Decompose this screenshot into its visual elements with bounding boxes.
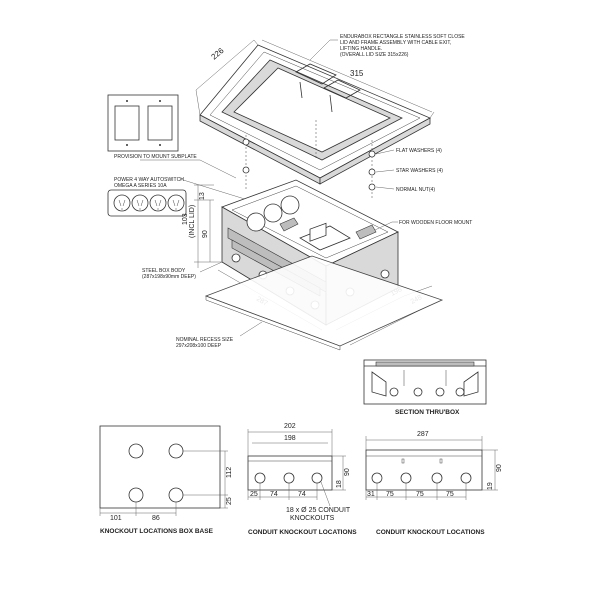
socket-icon <box>131 194 149 212</box>
subplate: PROVISION TO MOUNT SUBPLATE <box>107 94 237 179</box>
callout-lid-line2: LID AND FRAME ASSEMBLY WITH CABLE EXIT, <box>340 40 451 46</box>
base-dim-112: 112 <box>226 467 233 478</box>
callout-steel-box: STEEL BOX BODY (287x198x90mm DEEP) <box>142 261 223 280</box>
lid-frame <box>199 44 431 185</box>
callout-normal-nut: NORMAL NUT(4) <box>396 187 435 193</box>
conduit-end-h18: 18 <box>336 480 343 488</box>
socket-icon <box>113 194 131 212</box>
conduit-end-note2: KNOCKOUTS <box>290 515 335 522</box>
conduit-end-note1: 18 x Ø 25 CONDUIT <box>286 507 351 514</box>
conduit-end-title: CONDUIT KNOCKOUT LOCATIONS <box>248 529 357 536</box>
callout-recess-line2: 297x208x100 DEEP <box>176 343 222 349</box>
callout-steel-box-line2: (287x198x90mm DEEP) <box>142 274 196 280</box>
conduit-end-d74a: 74 <box>270 491 278 498</box>
callout-subplate: PROVISION TO MOUNT SUBPLATE <box>114 154 197 160</box>
box-socket-icon <box>280 195 300 215</box>
conduit-end-h90: 90 <box>344 468 351 476</box>
normal-nut-icon <box>368 183 376 191</box>
conduit-side-view: 287 90 19 31 75 75 75 CONDUIT KNOCKOUT L… <box>365 431 503 536</box>
conduit-side-d31: 31 <box>367 491 375 498</box>
callout-autoswitch-line1: POWER 4 WAY AUTOSWITCH <box>114 177 184 183</box>
callout-star-washers: STAR WASHERS (4) <box>396 168 443 174</box>
conduit-end-w198: 198 <box>284 435 296 442</box>
dim-h13: 13 <box>199 192 206 200</box>
callout-flat-washers: FLAT WASHERS (4) <box>396 148 442 154</box>
callout-lid-line1: ENDURABOX RECTANGLE STAINLESS SOFT CLOSE <box>340 34 465 40</box>
base-view: 112 25 101 86 KNOCKOUT LOCATIONS BOX BAS… <box>99 425 233 535</box>
star-washer-icon <box>368 168 376 176</box>
callout-steel-box-line1: STEEL BOX BODY <box>142 268 186 274</box>
conduit-side-d75c: 75 <box>446 491 454 498</box>
callout-lid-line4: (OVERALL LID SIZE 315x226) <box>340 52 409 58</box>
conduit-end-d25: 25 <box>250 491 258 498</box>
conduit-end-d74b: 74 <box>298 491 306 498</box>
socket-icon <box>149 194 167 212</box>
conduit-side-w287: 287 <box>417 431 429 438</box>
screw-icon <box>242 138 250 146</box>
fastener-axes <box>242 120 376 200</box>
dim-lid-depth: 226 <box>210 46 226 62</box>
conduit-end-view: 202 198 90 18 25 74 74 18 x Ø 25 CONDUIT… <box>247 423 357 536</box>
dim-h90: 90 <box>202 230 209 238</box>
dim-incl-lid: (INCL LID) <box>189 205 196 238</box>
base-title: KNOCKOUT LOCATIONS BOX BASE <box>100 528 214 535</box>
recess-plate: NOMINAL RECESS SIZE 297x208x100 DEEP <box>176 255 444 351</box>
dim-h103: 103 <box>182 213 189 225</box>
section-thru-box: SECTION THRU'BOX <box>363 359 487 416</box>
flat-washer-icon <box>368 150 376 158</box>
box-socket-icon <box>246 212 266 232</box>
box-socket-icon <box>263 203 283 223</box>
conduit-side-d75b: 75 <box>416 491 424 498</box>
base-dim-101: 101 <box>110 515 122 522</box>
base-dim-86: 86 <box>152 515 160 522</box>
callout-lid: ENDURABOX RECTANGLE STAINLESS SOFT CLOSE… <box>309 34 465 61</box>
washer-icon <box>242 166 250 174</box>
callout-wooden: FOR WOODEN FLOOR MOUNT <box>374 220 472 231</box>
callouts-right: FLAT WASHERS (4) STAR WASHERS (4) NORMAL… <box>375 148 443 193</box>
callout-wooden-floor: FOR WOODEN FLOOR MOUNT <box>399 220 472 226</box>
dim-lid-width: 315 <box>350 69 364 78</box>
height-dimensions: 13 103 (INCL LID) 90 <box>182 184 222 268</box>
conduit-end-w202: 202 <box>284 423 296 430</box>
base-dim-25: 25 <box>226 497 233 505</box>
callout-autoswitch-line2: OMEGA A SERIES 10A <box>114 183 167 189</box>
conduit-side-h19: 19 <box>487 482 494 490</box>
socket-icon <box>167 194 185 212</box>
conduit-side-d75a: 75 <box>386 491 394 498</box>
subplate-opening-left <box>114 105 140 141</box>
callout-lid-line3: LIFTING HANDLE. <box>340 46 382 52</box>
subplate-opening-right <box>147 105 173 141</box>
section-title: SECTION THRU'BOX <box>395 409 460 416</box>
conduit-side-title: CONDUIT KNOCKOUT LOCATIONS <box>376 529 485 536</box>
autoswitch: POWER 4 WAY AUTOSWITCH OMEGA A SERIES 10… <box>107 177 249 217</box>
conduit-side-h90: 90 <box>496 464 503 472</box>
callout-recess-line1: NOMINAL RECESS SIZE <box>176 337 234 343</box>
